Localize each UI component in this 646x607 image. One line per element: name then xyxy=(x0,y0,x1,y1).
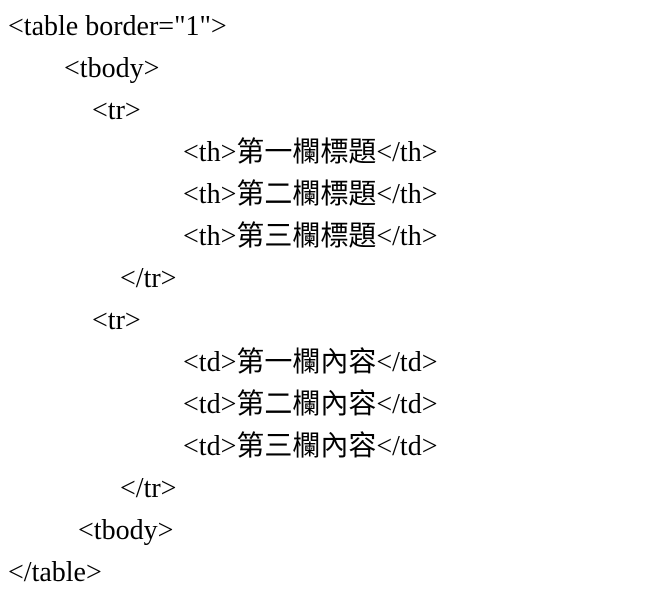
code-line: <tbody> xyxy=(8,53,160,84)
code-line: </tr> xyxy=(8,473,177,504)
code-line: <td>第三欄內容</td> xyxy=(8,431,438,462)
code-line: <td>第一欄內容</td> xyxy=(8,347,438,378)
code-line: </tr> xyxy=(8,263,177,294)
code-line: <tbody> xyxy=(8,515,174,546)
code-line: <th>第一欄標題</th> xyxy=(8,137,438,168)
code-line: </table> xyxy=(8,557,102,588)
code-line: <tr> xyxy=(8,95,141,126)
code-line: <tr> xyxy=(8,305,141,336)
code-line: <table border="1"> xyxy=(8,11,227,42)
code-line: <th>第二欄標題</th> xyxy=(8,179,438,210)
code-line: <td>第二欄內容</td> xyxy=(8,389,438,420)
code-line: <th>第三欄標題</th> xyxy=(8,221,438,252)
